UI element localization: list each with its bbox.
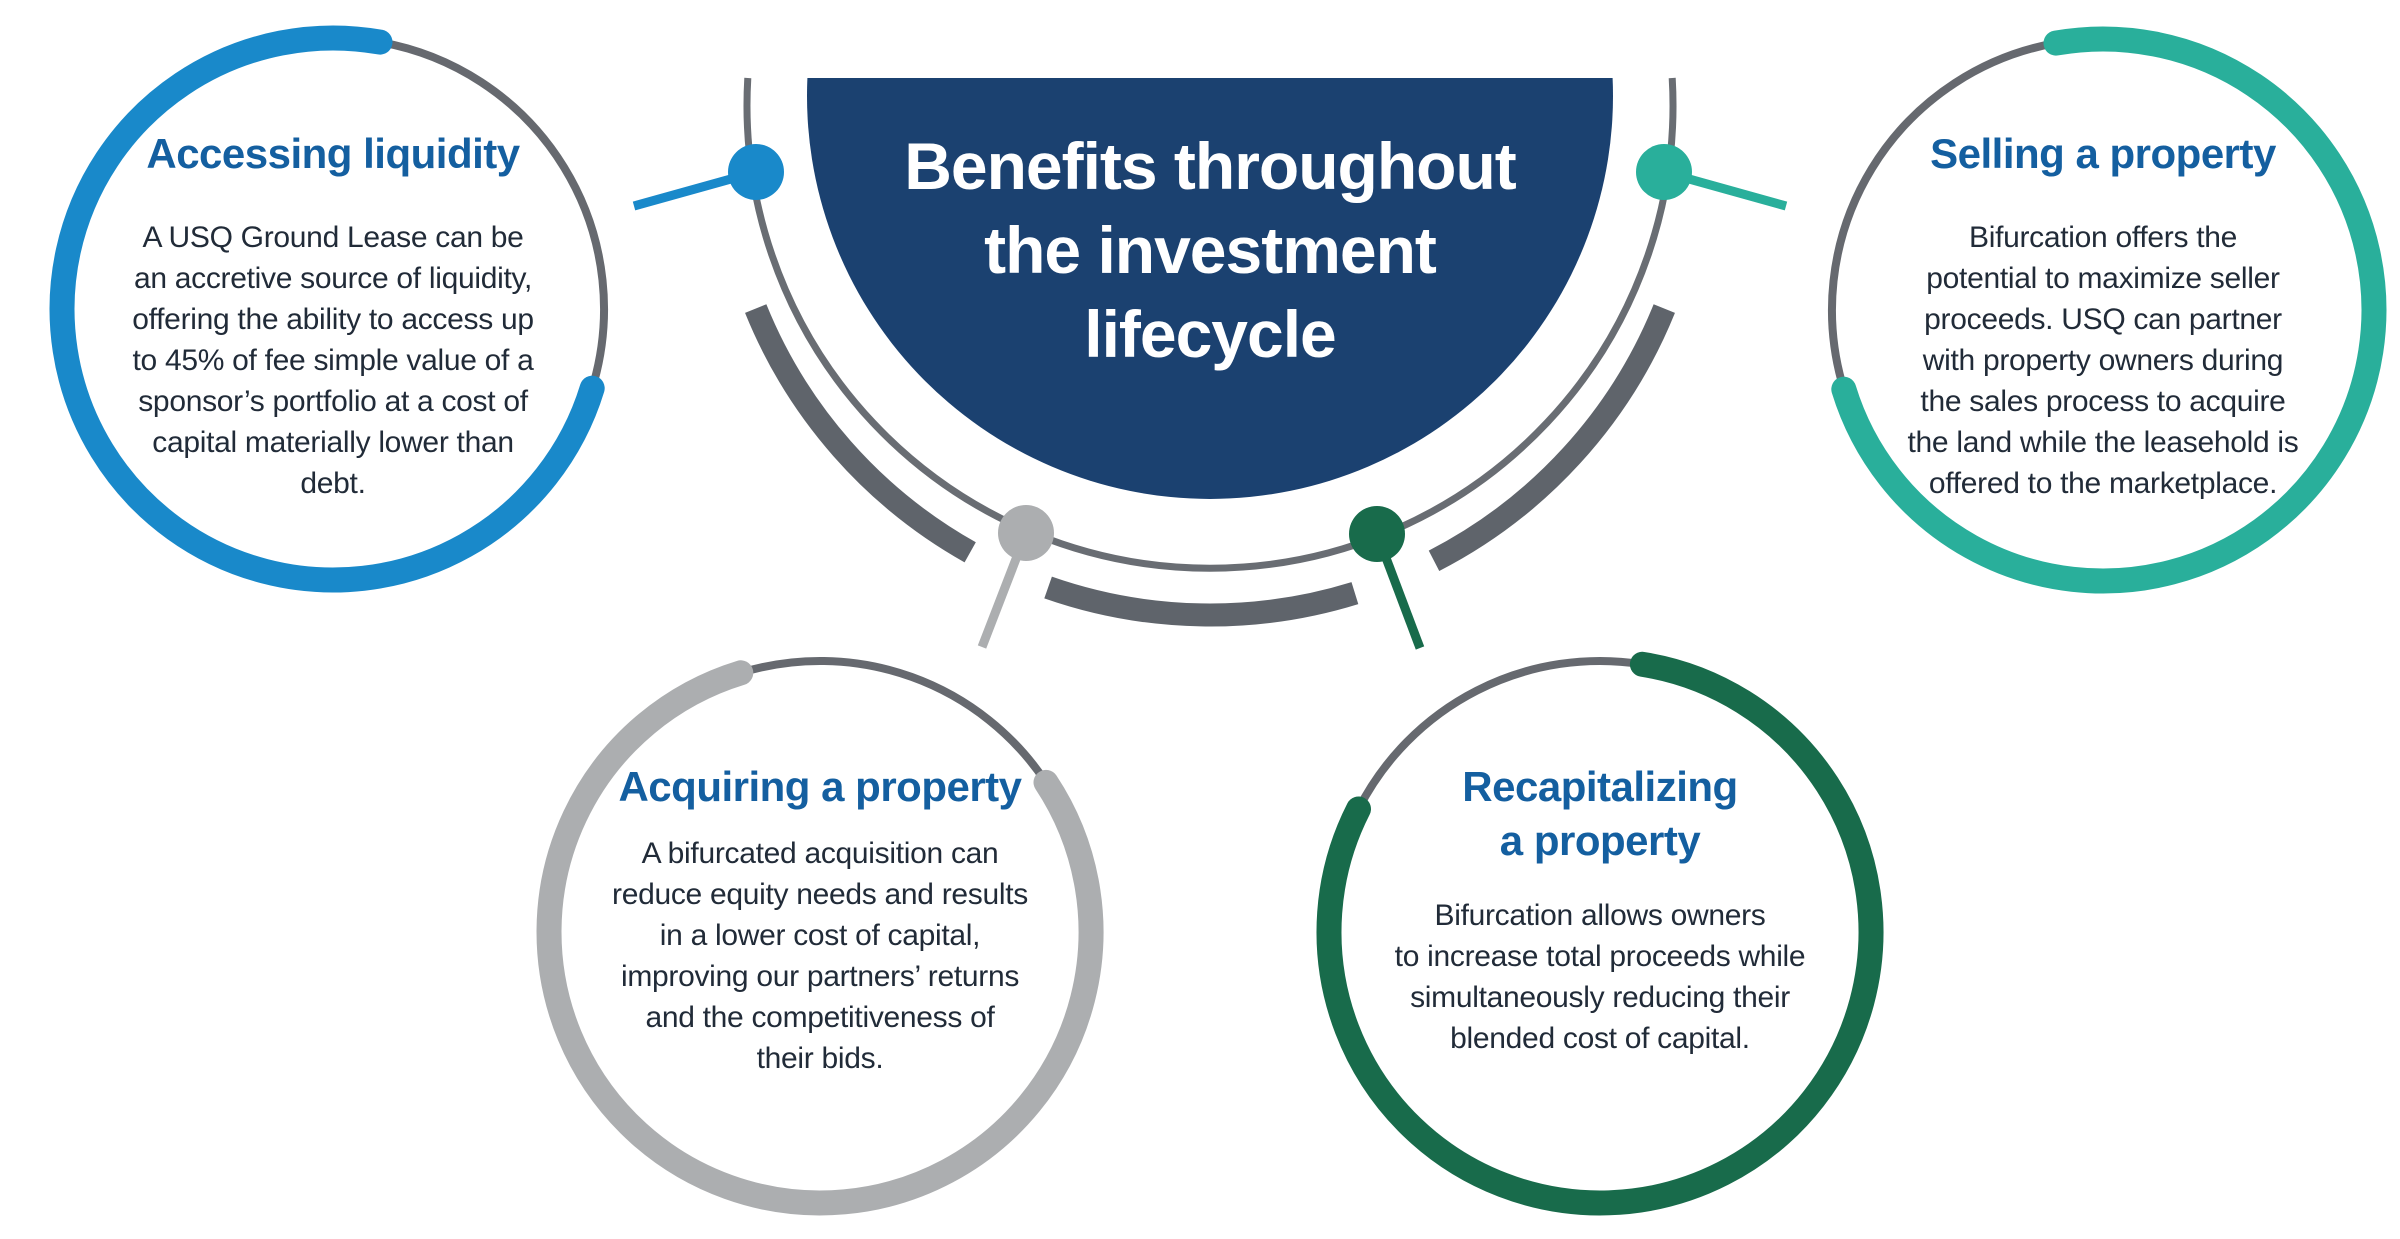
center-title: Benefits throughout the investment lifec…	[904, 129, 1517, 371]
center-navy-semicircle	[807, 78, 1613, 499]
acquiring-property-ring-gray-arc	[739, 656, 1050, 785]
lifecycle-thin-arc	[743, 77, 1677, 572]
selling-property-heading: Selling a property	[1930, 130, 2276, 177]
accessing-liquidity-heading: Accessing liquidity	[146, 130, 520, 177]
lifecycle-thick-arc-segment-bottom	[1044, 576, 1359, 627]
recapitalizing-property-node-dot	[1349, 506, 1405, 562]
lifecycle-thick-arc-segment-right	[1428, 304, 1675, 572]
recapitalizing-property-heading: Recapitalizing a property	[1462, 763, 1738, 864]
selling-property-ring-gray-arc	[1827, 39, 2057, 391]
selling-property-body: Bifurcation offers the potential to maxi…	[1907, 221, 2299, 500]
selling-property-node-dot	[1636, 144, 1692, 200]
accessing-liquidity-ring-arc	[49, 25, 605, 593]
accessing-liquidity-ring-gray-arc	[379, 38, 609, 390]
acquiring-property-node-dot	[998, 505, 1054, 561]
acquiring-property-heading: Acquiring a property	[618, 763, 1022, 810]
accessing-liquidity-node-dot	[728, 144, 784, 200]
recapitalizing-property-ring-gray-arc	[1354, 656, 1644, 811]
acquiring-property-body: A bifurcated acquisition can reduce equi…	[612, 837, 1028, 1075]
recapitalizing-property-ring-arc	[1316, 651, 1884, 1216]
selling-property-ring-arc	[1831, 26, 2387, 594]
acquiring-property-ring-arc	[536, 660, 1104, 1216]
lifecycle-thick-arc-segment-left	[745, 304, 976, 563]
recapitalizing-property-body: Bifurcation allows owners to increase to…	[1394, 899, 1806, 1055]
accessing-liquidity-body: A USQ Ground Lease can be an accretive s…	[132, 221, 534, 500]
